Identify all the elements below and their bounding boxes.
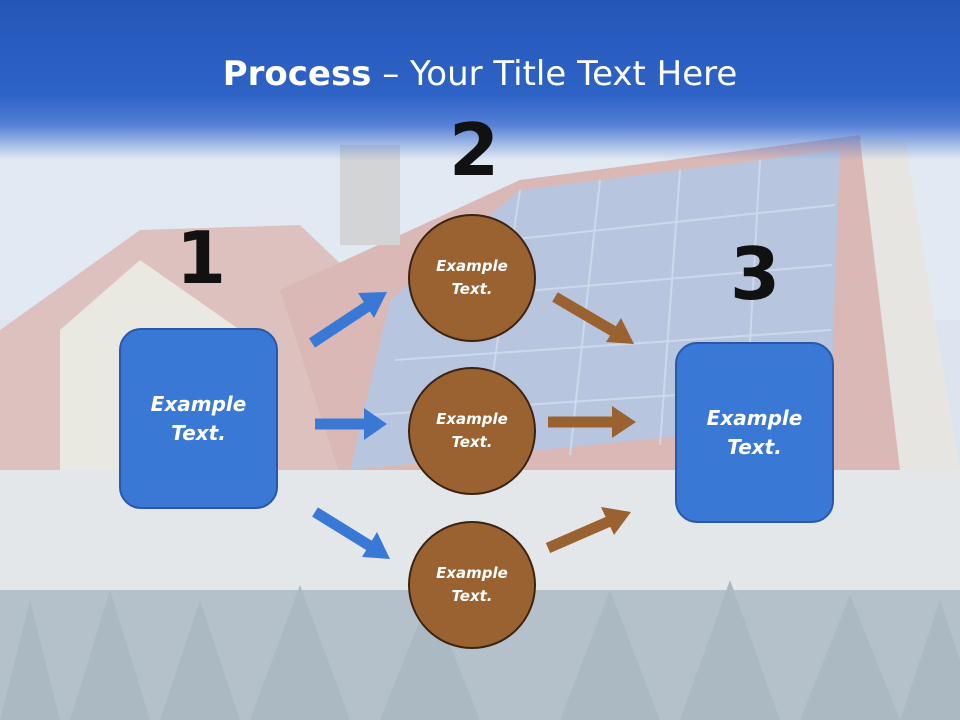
blue-arrow-up	[308, 292, 387, 348]
step-number-1: 1	[176, 216, 227, 300]
left-box-line1: Example	[150, 391, 247, 416]
left-box: Example Text.	[119, 328, 278, 509]
brown-arrow-down	[552, 292, 634, 344]
title-band	[0, 0, 960, 160]
circle-bottom-line2: Text.	[451, 587, 493, 605]
circle-bottom: Example Text.	[408, 521, 536, 649]
circle-top-line2: Text.	[451, 280, 493, 298]
title-rest: – Your Title Text Here	[371, 54, 738, 94]
title-bold: Process	[222, 54, 372, 94]
circle-bottom-line1: Example	[436, 564, 508, 582]
right-box-line2: Text.	[727, 434, 782, 459]
circle-top: Example Text.	[408, 214, 536, 342]
brown-arrow-up	[545, 507, 631, 554]
brown-arrow-middle	[548, 406, 636, 438]
right-box-line1: Example	[706, 405, 803, 430]
circle-top-line1: Example	[436, 257, 508, 275]
left-box-line2: Text.	[171, 420, 226, 445]
step-number-2: 2	[449, 108, 500, 192]
circle-middle: Example Text.	[408, 367, 536, 495]
step-number-3: 3	[730, 232, 781, 316]
page-title: Process – Your Title Text Here	[0, 52, 960, 96]
blue-arrow-middle	[315, 408, 387, 440]
circle-middle-line1: Example	[436, 410, 508, 428]
right-box: Example Text.	[675, 342, 834, 523]
blue-arrow-down	[312, 507, 390, 559]
circle-middle-line2: Text.	[451, 433, 493, 451]
